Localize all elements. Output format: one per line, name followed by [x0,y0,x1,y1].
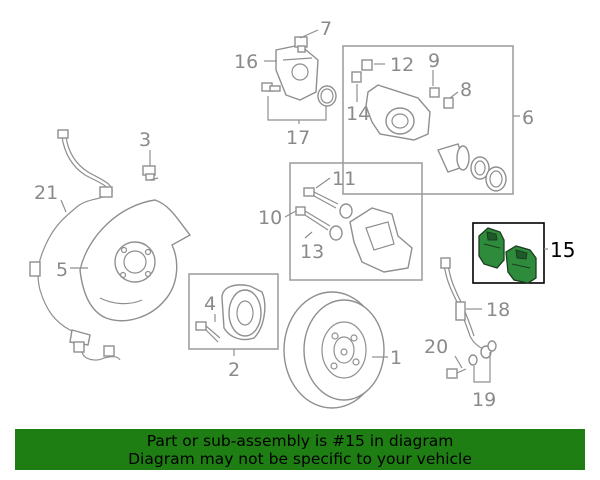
hub-bearing-part [195,284,266,343]
brake-hose-part [440,257,497,379]
callout-8: 8 [460,79,472,101]
callout-5: 5 [56,259,68,281]
group-box-caliper-6 [342,45,514,195]
callout-15[interactable]: 15 [550,238,575,262]
dust-shield-part [79,199,192,322]
bolt-3-part [142,165,159,181]
group-box-bracket-10 [289,162,423,281]
banner-line-1: Part or sub-assembly is #15 in diagram [146,432,454,450]
callout-12: 12 [390,54,414,76]
callout-16: 16 [234,51,258,73]
callout-7: 7 [320,18,332,40]
callout-14: 14 [346,103,370,125]
callout-13: 13 [300,241,324,263]
caliper-body-6-part [351,59,507,192]
callout-9: 9 [428,50,440,72]
callout-2: 2 [228,359,240,381]
callout-20: 20 [424,336,448,358]
brake-rotor-part [283,291,385,409]
abs-sensor-wire-part [29,129,121,361]
leader-lines [60,29,548,383]
brake-pads-part[interactable] [478,227,537,284]
callout-10: 10 [258,207,282,229]
callout-labels: 7 16 17 12 9 8 14 6 3 11 21 10 13 15 5 4… [34,18,575,411]
callout-6: 6 [522,107,534,129]
callout-4: 4 [204,293,216,315]
banner-line-2: Diagram may not be specific to your vehi… [128,450,472,468]
callout-18: 18 [486,299,510,321]
callout-19: 19 [472,389,496,411]
callout-21: 21 [34,182,58,204]
caliper-bracket-10-part [295,187,413,273]
caliper-carrier-16-part [261,36,337,107]
callout-11: 11 [332,168,356,190]
part-info-banner: Part or sub-assembly is #15 in diagram D… [15,429,585,470]
callout-17: 17 [286,127,310,149]
callout-3: 3 [139,129,151,151]
group-box-pads-15[interactable] [472,222,545,284]
callout-1: 1 [390,347,402,369]
